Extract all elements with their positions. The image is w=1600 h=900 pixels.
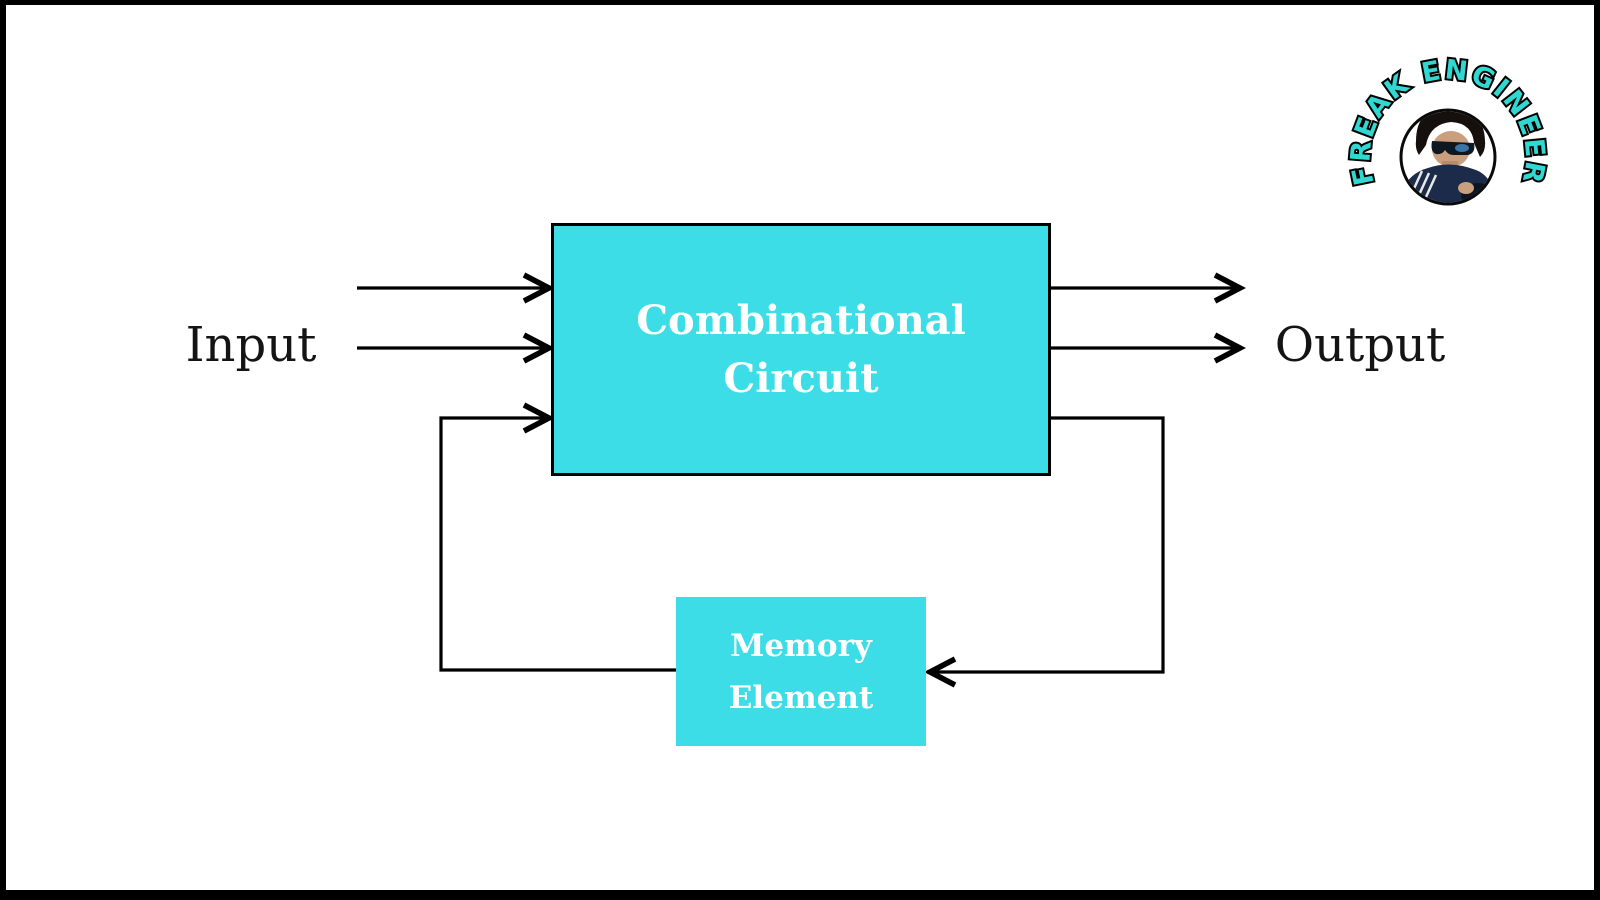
input-arrow-1 (357, 272, 555, 304)
memory-element-label-line1: Memory (730, 627, 872, 664)
arrowhead-right-icon (522, 272, 555, 304)
output-arrow-2 (1051, 332, 1246, 364)
avatar-photo-icon (1399, 108, 1497, 206)
memory-element-label-line2: Element (728, 679, 874, 716)
arrowhead-right-icon (1213, 272, 1246, 304)
feedback-wire-right (924, 416, 1165, 688)
arrowhead-right-icon (522, 332, 555, 364)
memory-element-box: Memory Element (676, 597, 926, 746)
freak-engineer-logo: FREAK ENGINEER (1338, 45, 1558, 265)
output-label: Output (1274, 317, 1446, 373)
input-arrow-2 (357, 332, 555, 364)
output-arrow-1 (1051, 272, 1246, 304)
combinational-circuit-label-line2: Circuit (723, 354, 879, 402)
combinational-circuit-box: Combinational Circuit (551, 223, 1051, 476)
arrowhead-right-icon (1213, 332, 1246, 364)
arrowhead-right-icon (522, 402, 555, 434)
input-label: Input (185, 317, 317, 373)
arrowhead-left-icon (924, 656, 957, 688)
feedback-wire-left (439, 402, 676, 672)
combinational-circuit-label-line1: Combinational (636, 296, 966, 344)
